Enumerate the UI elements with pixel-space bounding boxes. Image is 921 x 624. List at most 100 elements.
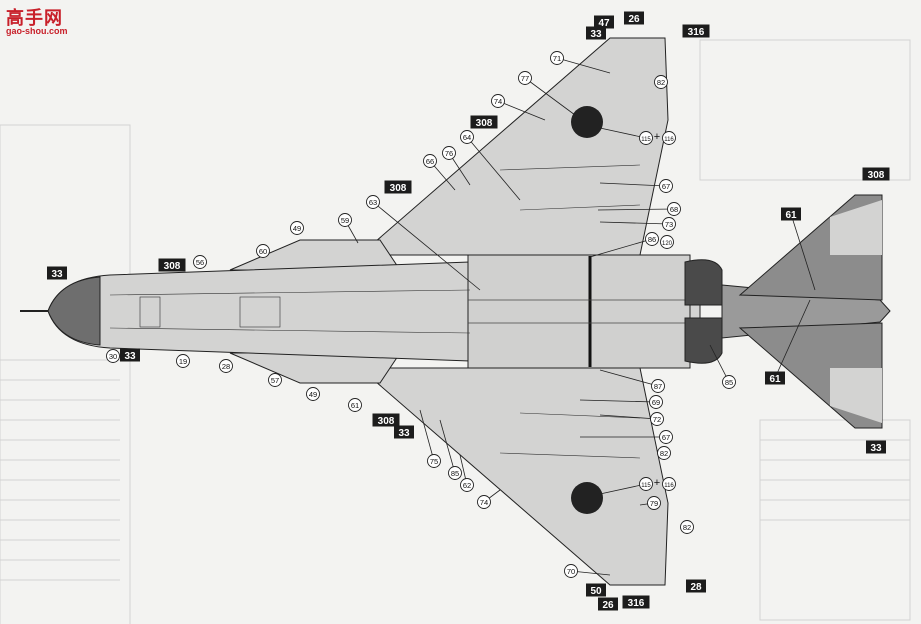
site-watermark: 高手网 gao-shou.com — [4, 6, 70, 36]
circled-callout: 74 — [494, 97, 502, 106]
leader-line — [589, 238, 653, 258]
circled-callout-ring — [550, 51, 564, 65]
circled-callout: 49 — [309, 390, 317, 399]
boxed-callout: 26 — [602, 600, 614, 611]
circled-callout: 74 — [480, 498, 488, 507]
circled-callout-ring — [219, 359, 233, 373]
circled-callout-ring — [660, 235, 674, 249]
circled-callout-ring — [667, 202, 681, 216]
leader-line — [466, 136, 521, 201]
circled-callout: 70 — [567, 567, 575, 576]
circled-callout-ring — [654, 75, 668, 89]
circled-callout-ring — [460, 478, 474, 492]
circled-callout: 69 — [652, 398, 660, 407]
boxed-callout-bg — [470, 115, 498, 129]
circled-callout-ring — [662, 131, 676, 145]
circled-callout-ring — [366, 195, 380, 209]
center-fuselage-panel — [467, 254, 691, 369]
boxed-callout: 33 — [870, 443, 882, 454]
boxed-callout: 308 — [868, 170, 885, 181]
boxed-callout-bg — [765, 371, 785, 385]
boxed-callout: 50 — [590, 586, 602, 597]
boxed-callout-bg — [624, 11, 644, 25]
background-sheet-remnants — [0, 39, 911, 624]
boxed-callout-bg — [781, 207, 801, 221]
circled-callout: 59 — [341, 216, 349, 225]
boxed-callout: 28 — [690, 582, 702, 593]
circled-callout: 77 — [521, 74, 529, 83]
boxed-callout-bg — [120, 348, 140, 362]
boxed-callout-bg — [586, 583, 606, 597]
circled-callout: 85 — [451, 469, 459, 478]
circled-callout-ring — [348, 398, 362, 412]
circled-callout: 56 — [196, 258, 204, 267]
watermark-url: gao-shou.com — [6, 26, 68, 36]
leader-line — [599, 414, 658, 420]
boxed-callout-bg — [394, 425, 414, 439]
circled-callout: 120 — [662, 241, 673, 247]
panel-lines — [109, 164, 641, 459]
circled-callout: 60 — [259, 247, 267, 256]
circled-callout-ring — [460, 130, 474, 144]
circled-callout-ring — [639, 477, 653, 491]
circled-callouts: 7177748264766663594960561928574961758562… — [106, 51, 736, 578]
boxed-callout: 316 — [688, 27, 705, 38]
boxed-callout: 308 — [390, 183, 407, 194]
boxed-callout-bg — [594, 15, 614, 29]
boxed-callout-bg — [384, 180, 412, 194]
circled-callout-ring — [651, 379, 665, 393]
circled-callout-ring — [290, 221, 304, 235]
circled-callout-ring — [423, 154, 437, 168]
boxed-callout: 33 — [398, 428, 410, 439]
leader-line — [524, 77, 576, 116]
circled-callout: 49 — [293, 224, 301, 233]
circled-callout-ring — [106, 349, 120, 363]
plus-sign: + — [654, 477, 660, 489]
circled-callout-ring — [268, 373, 282, 387]
leader-line — [372, 201, 481, 291]
circled-callout-ring — [722, 375, 736, 389]
leader-lines — [344, 57, 816, 576]
circled-callout: 116 — [664, 137, 674, 143]
boxed-callout-bg — [622, 595, 650, 609]
plus-sign: + — [654, 131, 660, 143]
leader-line — [497, 100, 546, 121]
circled-callout-ring — [477, 495, 491, 509]
circled-callout: 87 — [654, 382, 662, 391]
circled-callout-ring — [639, 131, 653, 145]
boxed-callout-bg — [158, 258, 186, 272]
circled-callout-ring — [564, 564, 578, 578]
circled-callout-ring — [659, 179, 673, 193]
boxed-callout: 33 — [51, 269, 63, 280]
circled-callout: 116 — [664, 483, 674, 489]
circled-callout: 79 — [650, 499, 658, 508]
boxed-callout: 316 — [628, 598, 645, 609]
circled-callout-ring — [427, 454, 441, 468]
circled-callout: 62 — [463, 481, 471, 490]
leader-line — [790, 213, 816, 291]
watermark-chars: 高手网 — [6, 8, 63, 29]
circled-callout: 82 — [660, 449, 668, 458]
circled-callout-ring — [650, 412, 664, 426]
boxed-callout-bg — [372, 413, 400, 427]
boxed-callout: 308 — [476, 118, 493, 129]
circled-callout: 57 — [271, 376, 279, 385]
boxed-callout: 61 — [769, 374, 781, 385]
circled-callout-ring — [645, 232, 659, 246]
boxed-callout-bg — [586, 26, 606, 40]
circled-callout: 86 — [648, 235, 656, 244]
circled-callout-ring — [491, 94, 505, 108]
lower-roundel — [571, 482, 603, 514]
circled-callout: 71 — [553, 54, 561, 63]
lower-wing — [358, 367, 669, 586]
circled-callout: 72 — [653, 415, 661, 424]
circled-callout-ring — [338, 213, 352, 227]
leader-line — [597, 208, 675, 211]
circled-callout-ring — [442, 146, 456, 160]
boxed-callout-bg — [866, 440, 886, 454]
circled-callout: 68 — [670, 205, 678, 214]
circled-callout-ring — [176, 354, 190, 368]
circled-callout: 30 — [109, 352, 117, 361]
leader-line — [419, 409, 435, 462]
